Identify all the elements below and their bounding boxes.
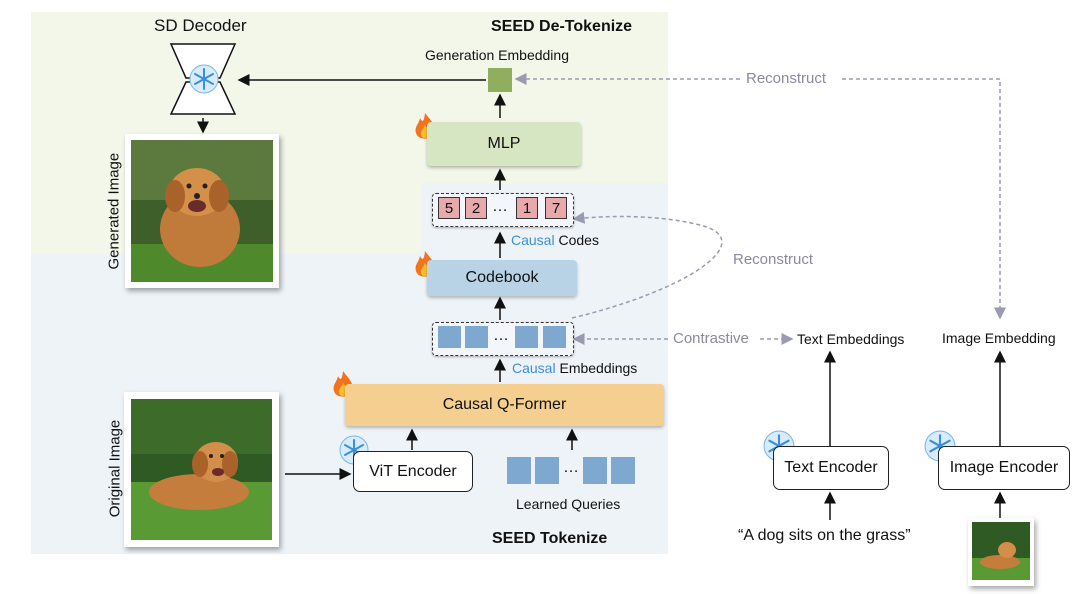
reconstruct-mid-label: Reconstruct [733,251,814,268]
query-cell [583,457,607,484]
causal-word: Causal [512,360,556,376]
query-ellipsis: … [563,459,579,476]
query-cell [535,457,559,484]
codes-word: Codes [554,232,599,248]
dog-photo [972,522,1030,580]
causal-qformer-box: Causal Q-Former [345,384,664,426]
codebook-box: Codebook [427,260,577,296]
snowflake-icon [189,64,219,99]
input-image-thumbnail [968,518,1034,586]
generated-image-frame [125,134,279,288]
causal-codes-label: Causal Codes [511,232,599,248]
generated-image-label: Generated Image [105,152,123,270]
embedding-cell [465,326,488,348]
embeddings-word: Embeddings [555,360,638,376]
code-cell: 1 [516,197,538,219]
seed-detokenize-title: SEED De-Tokenize [491,18,633,35]
original-image-frame [124,392,279,547]
code-cell: 2 [465,197,487,219]
learned-queries-label: Learned Queries [516,496,621,512]
reconstruct-top-label: Reconstruct [746,70,827,87]
seed-tokenize-title: SEED Tokenize [492,530,608,547]
code-cell: 5 [438,197,460,219]
dog-photo [131,399,272,540]
vit-encoder-box: ViT Encoder [353,451,473,492]
generation-embedding-label: Generation Embedding [425,47,569,63]
original-image-label: Original Image [106,419,124,518]
query-cell [611,457,635,484]
image-embedding-label: Image Embedding [942,330,1056,346]
causal-word: Causal [511,232,555,248]
caption-text: “A dog sits on the grass” [738,527,911,544]
text-encoder-box: Text Encoder [773,446,889,490]
tokenize-region-extension [421,183,668,254]
dog-photo [131,140,273,282]
contrastive-label: Contrastive [673,330,749,347]
learned-queries-group: … [505,457,637,485]
generation-embedding-square [488,68,512,92]
causal-embeddings-label: Causal Embeddings [512,360,637,376]
code-ellipsis: … [492,198,508,215]
embedding-cell [543,326,566,348]
text-embeddings-label: Text Embeddings [797,331,905,347]
query-cell [507,457,531,484]
embedding-ellipsis: … [493,327,509,344]
causal-codes-group: 5 2 … 1 7 [432,193,574,227]
image-encoder-box: Image Encoder [938,446,1070,490]
code-cell: 7 [545,197,567,219]
sd-decoder-label: SD Decoder [154,16,247,35]
embedding-cell [515,326,538,348]
embedding-cell [438,326,461,348]
causal-embeddings-group: … [432,322,574,356]
mlp-box: MLP [427,122,581,166]
